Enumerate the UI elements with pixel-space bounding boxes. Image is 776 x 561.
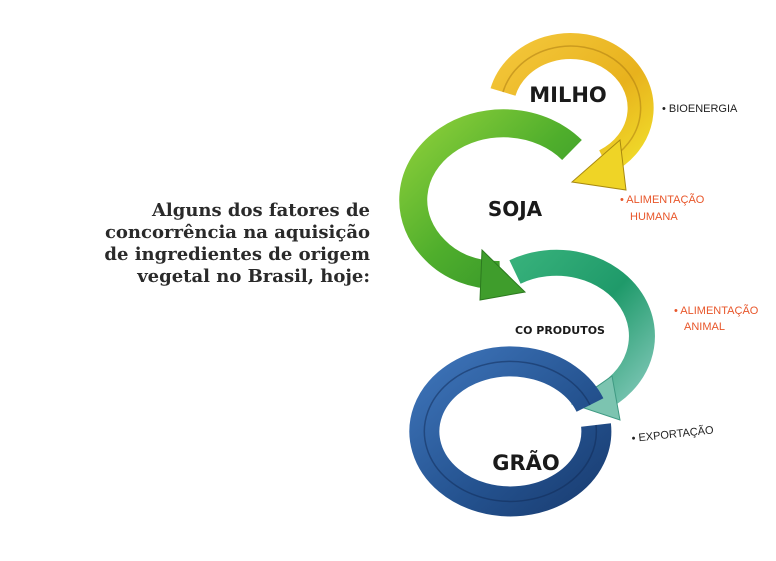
ring-soja-arc	[399, 109, 582, 290]
ring-soja: SOJA	[399, 109, 582, 301]
ring-milho-arrowhead	[570, 138, 627, 191]
ring-coprodutos-arc	[509, 249, 655, 412]
ring-milho-arc-edge	[502, 45, 642, 163]
factor-bioenergia: • BIOENERGIA	[662, 103, 738, 115]
factor-alimentacao-animal: • ALIMENTAÇÃO	[674, 304, 759, 317]
intro-line-3: de ingredientes de origem	[104, 244, 370, 265]
ring-soja-arrowhead	[479, 248, 527, 301]
ring-grao: GRÃO	[409, 346, 612, 517]
factor-exportacao: • EXPORTAÇÃO	[631, 423, 715, 445]
ring-milho: MILHO	[490, 33, 654, 191]
ring-milho-label: MILHO	[529, 83, 607, 107]
ring-coprodutos-label: CO PRODUTOS	[515, 324, 605, 337]
intro-line-4: vegetal no Brasil, hoje:	[137, 266, 370, 287]
intro-text: Alguns dos fatores de concorrência na aq…	[70, 200, 370, 288]
ring-soja-label: SOJA	[488, 197, 543, 221]
factor-alimentacao-humana: • ALIMENTAÇÃO	[620, 193, 705, 206]
ring-grao-arc	[409, 346, 612, 517]
ring-grao-arc-edge	[423, 360, 598, 503]
ring-grao-label: GRÃO	[492, 450, 560, 475]
intro-line-2: concorrência na aquisição	[104, 222, 370, 243]
factor-alimentacao-humana-line2: HUMANA	[630, 211, 678, 223]
intro-line-1: Alguns dos fatores de	[151, 200, 370, 221]
factor-alimentacao-animal-line2: ANIMAL	[684, 321, 725, 333]
